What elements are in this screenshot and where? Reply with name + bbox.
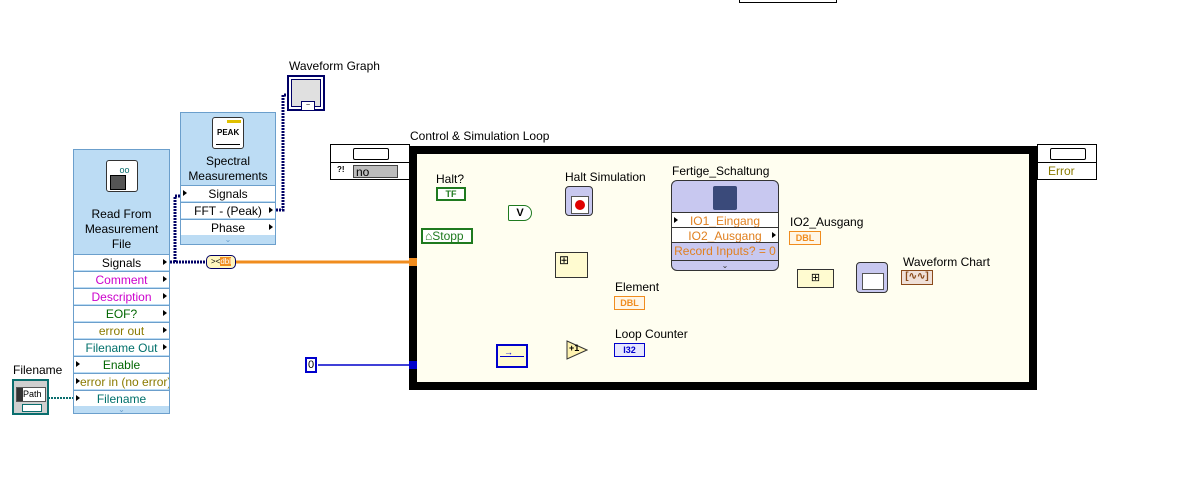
index-array-node[interactable]: ⊞: [555, 252, 588, 278]
waveform-chart-label: Waveform Chart: [903, 255, 990, 269]
halt-boolean-control[interactable]: TF: [436, 187, 466, 201]
spectral-terminal-phase[interactable]: Phase: [181, 219, 275, 235]
read-file-icon: oo: [105, 160, 138, 192]
read-file-terminal-comment[interactable]: Comment: [74, 271, 169, 287]
increment-function[interactable]: +1: [566, 340, 589, 360]
element-indicator[interactable]: DBL: [614, 296, 645, 310]
read-file-terminal-error-in[interactable]: error in (no error): [74, 373, 169, 389]
subsystem-terminal-io1-eingang[interactable]: IO1_Eingang: [672, 212, 778, 228]
filename-label: Filename: [13, 363, 63, 377]
read-file-terminal-enable[interactable]: Enable: [74, 356, 169, 372]
waveform-icon: [862, 273, 884, 290]
memory-node[interactable]: →: [496, 344, 528, 368]
io2-ausgang-label: IO2_Ausgang: [790, 215, 864, 229]
read-file-terminal-signals[interactable]: Signals: [74, 254, 169, 270]
loop-counter-label: Loop Counter: [615, 327, 688, 341]
filename-path-control[interactable]: Path: [12, 379, 49, 415]
read-file-terminal-error-out[interactable]: error out: [74, 322, 169, 338]
spectral-expand-handle[interactable]: ⌄: [224, 235, 232, 244]
read-file-expand-handle[interactable]: ⌄: [118, 405, 125, 414]
fft-to-graph-wire: [276, 93, 290, 212]
peak-icon: PEAK: [212, 117, 244, 149]
io2-ausgang-indicator[interactable]: DBL: [789, 231, 821, 245]
top-clipped-element: [739, 0, 837, 3]
loop-tunnel-blue: [409, 361, 417, 369]
fertige-schaltung-subsystem[interactable]: IO1_Eingang IO2_Ausgang Record Inputs? =…: [671, 180, 779, 271]
loop-input-parameters[interactable]: ?! no: [330, 144, 410, 180]
subsystem-terminal-io2-ausgang[interactable]: IO2_Ausgang: [672, 227, 778, 243]
read-file-terminal-filename-out[interactable]: Filename Out: [74, 339, 169, 355]
spectral-terminal-signals[interactable]: Signals: [181, 185, 275, 201]
waveform-graph-label: Waveform Graph: [289, 59, 380, 73]
waveform-chart-indicator[interactable]: [∿∿]: [901, 270, 933, 285]
halt-simulation-function[interactable]: [565, 186, 593, 216]
spectral-terminal-fft-peak[interactable]: FFT - (Peak): [181, 202, 275, 218]
build-array-node[interactable]: ⊞: [797, 269, 834, 288]
stop-icon: [575, 200, 585, 210]
read-file-terminal-eof[interactable]: EOF?: [74, 305, 169, 321]
signals-to-spectral-wire: [173, 194, 182, 262]
loop-tunnel-orange: [409, 258, 417, 266]
loop-title: Control & Simulation Loop: [410, 129, 550, 143]
subsystem-terminal-record-inputs[interactable]: Record Inputs? = 0: [672, 242, 778, 258]
stopp-control[interactable]: ⌂Stopp: [421, 228, 473, 244]
read-file-terminal-description[interactable]: Description: [74, 288, 169, 304]
read-file-terminal-filename[interactable]: Filename: [74, 390, 169, 406]
halt-simulation-label: Halt Simulation: [565, 170, 646, 184]
loop-counter-indicator[interactable]: I32: [614, 343, 645, 357]
convert-from-dynamic-data-node[interactable]: ><dbl: [206, 255, 236, 269]
error-param-label: Error: [1048, 164, 1075, 178]
simtime-waveform-function[interactable]: [856, 262, 888, 293]
subsystem-expand-handle[interactable]: ⌄: [672, 260, 778, 270]
waveform-wires: [48, 93, 290, 399]
halt-param-value[interactable]: no: [353, 165, 398, 179]
loop-output-parameters[interactable]: Error: [1037, 144, 1097, 180]
or-gate[interactable]: V: [508, 205, 532, 221]
halt-label: Halt?: [436, 172, 465, 186]
fertige-schaltung-label: Fertige_Schaltung: [672, 164, 770, 178]
circuit-icon: [713, 186, 737, 210]
element-label: Element: [615, 280, 660, 294]
waveform-graph-terminal[interactable]: ~: [287, 75, 325, 111]
zero-constant[interactable]: 0: [305, 357, 317, 373]
